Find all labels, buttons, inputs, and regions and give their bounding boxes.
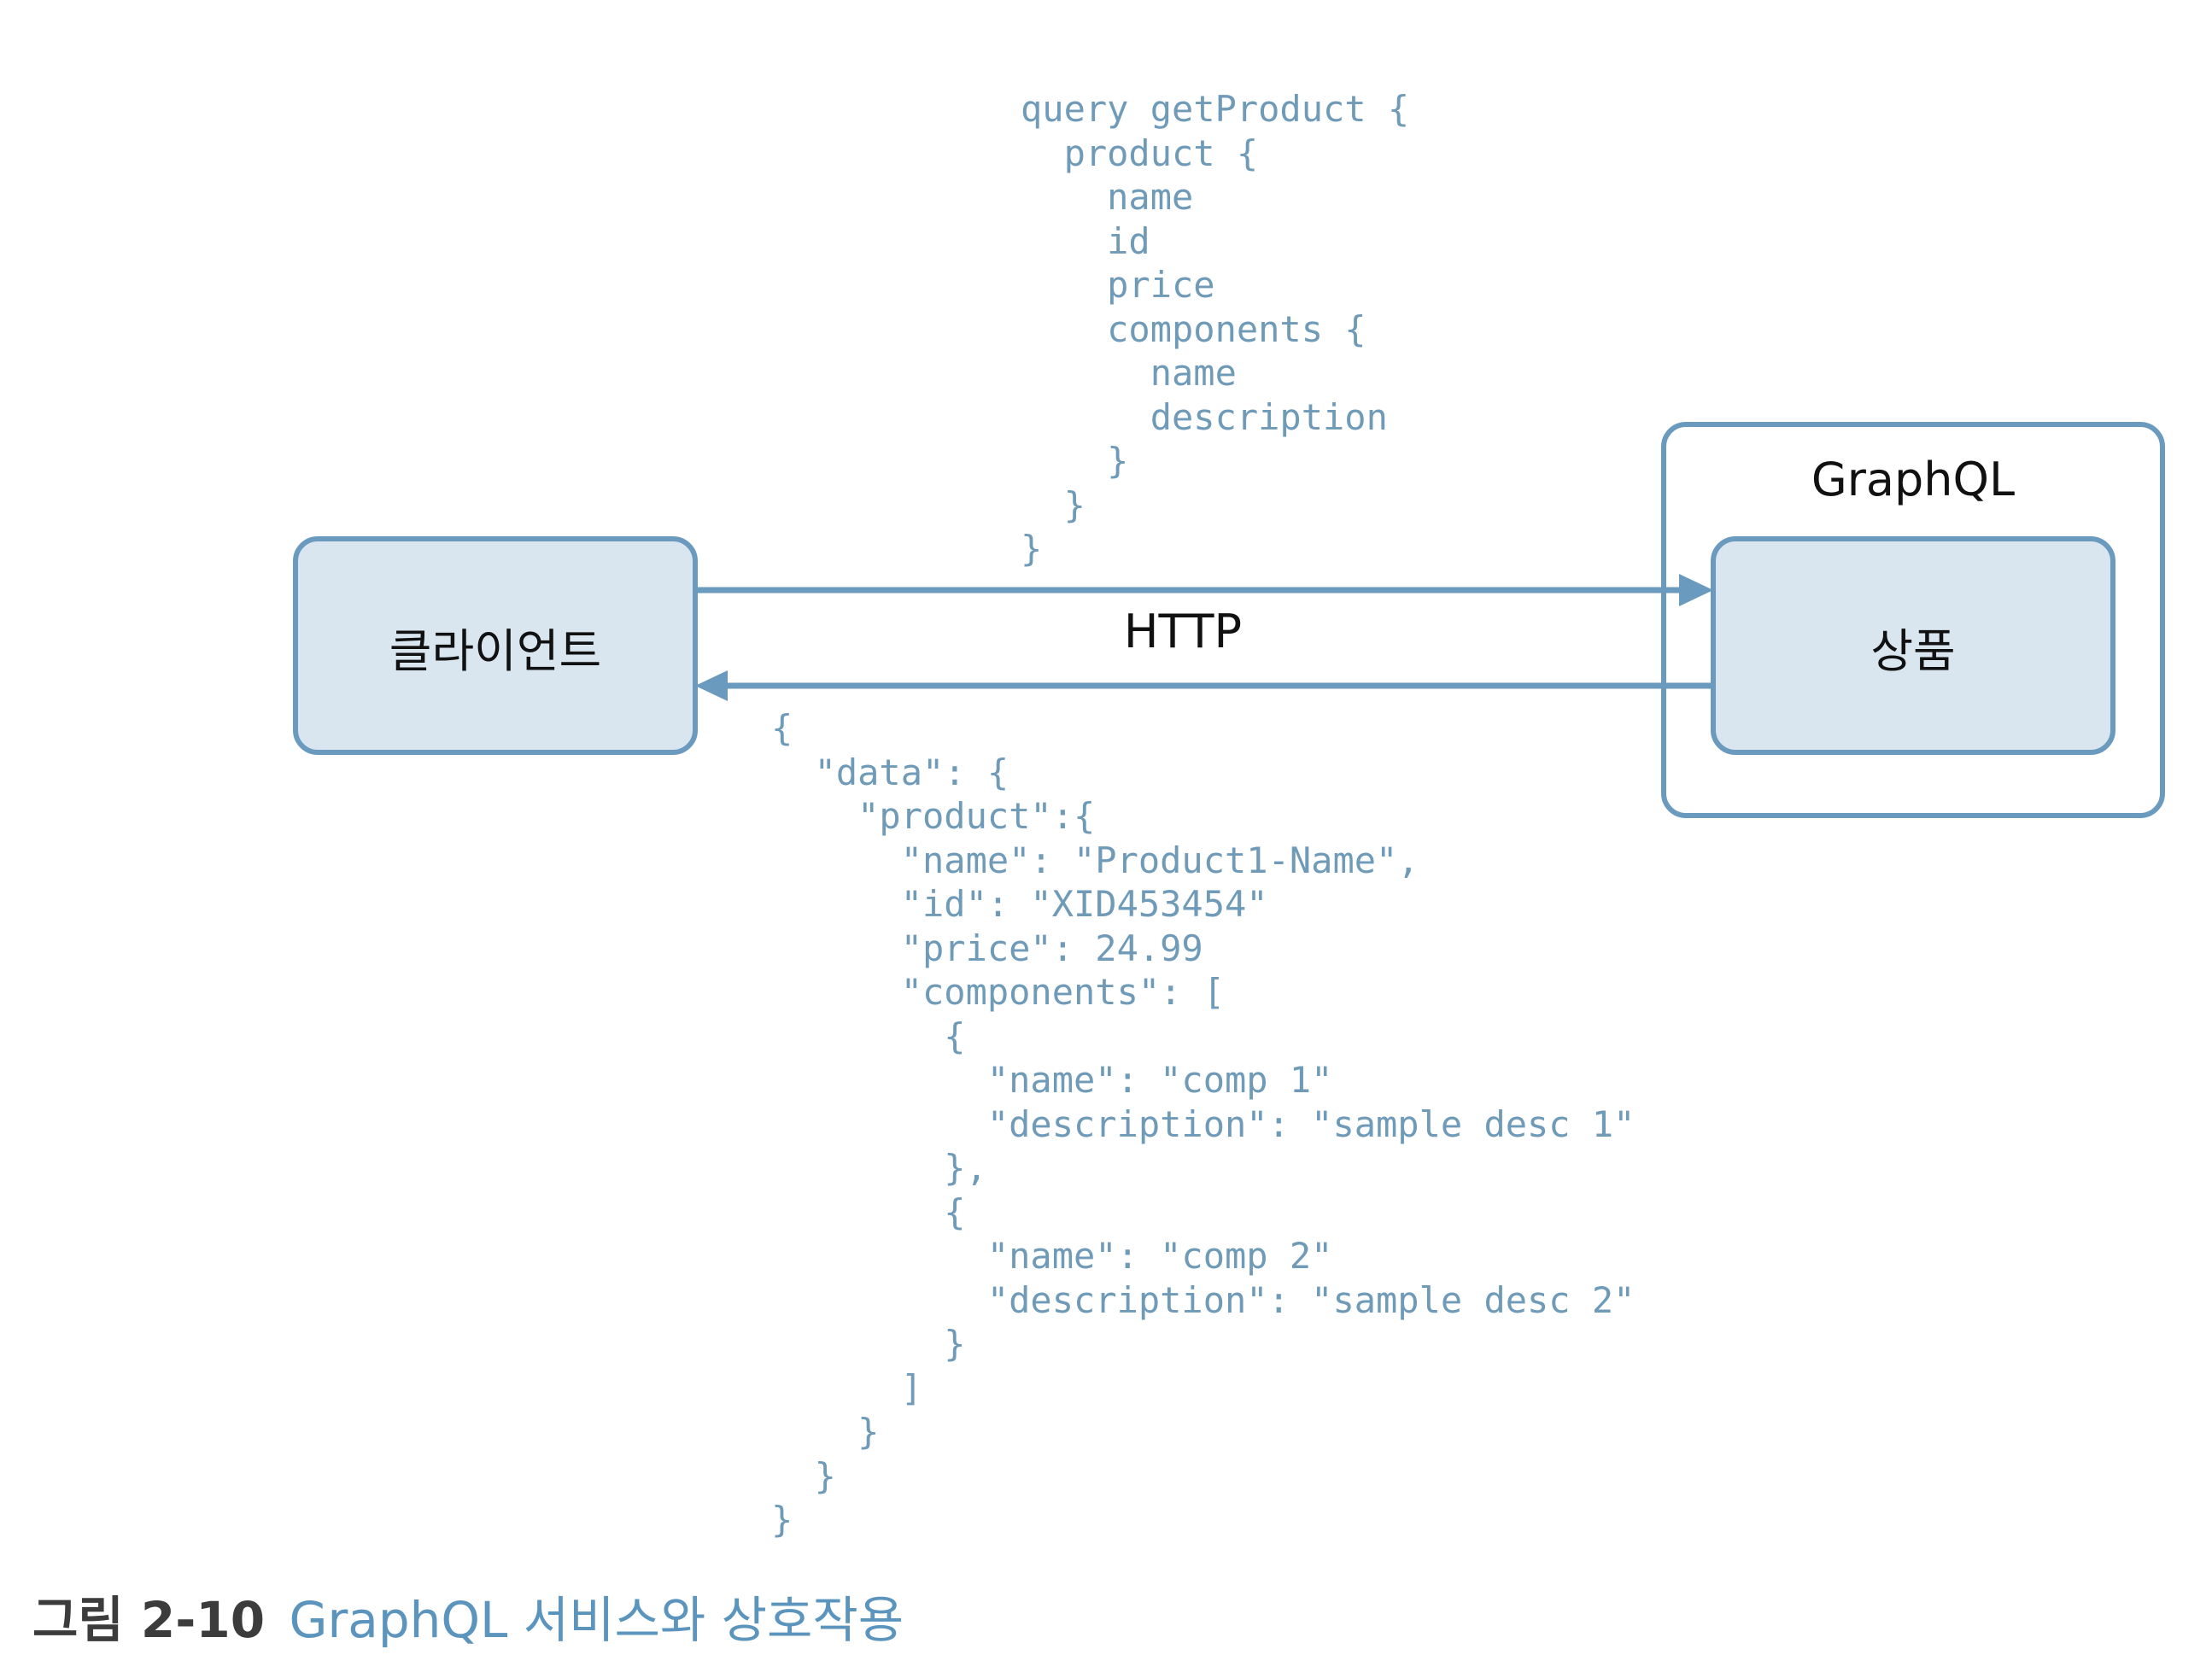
product-box (1711, 536, 2115, 755)
product-label: 상품 (1870, 624, 1956, 678)
client-label: 클라이언트 (389, 624, 602, 678)
graphql-query-code: query getProduct { product { name id pri… (1021, 88, 1410, 570)
caption-number: 그림 2-10 (32, 1591, 266, 1649)
graphql-service-title: GraphQL (1811, 453, 2016, 506)
http-label: HTTP (1123, 605, 1243, 658)
caption-text: GraphQL 서비스와 상호작용 (289, 1591, 904, 1649)
json-response-code: { "data": { "product":{ "name": "Product… (771, 707, 1636, 1541)
response-arrowhead (695, 670, 728, 701)
request-arrowhead (1679, 574, 1713, 606)
client-box (293, 536, 698, 755)
figure-caption: 그림 2-10 GraphQL 서비스와 상호작용 (32, 1580, 904, 1652)
